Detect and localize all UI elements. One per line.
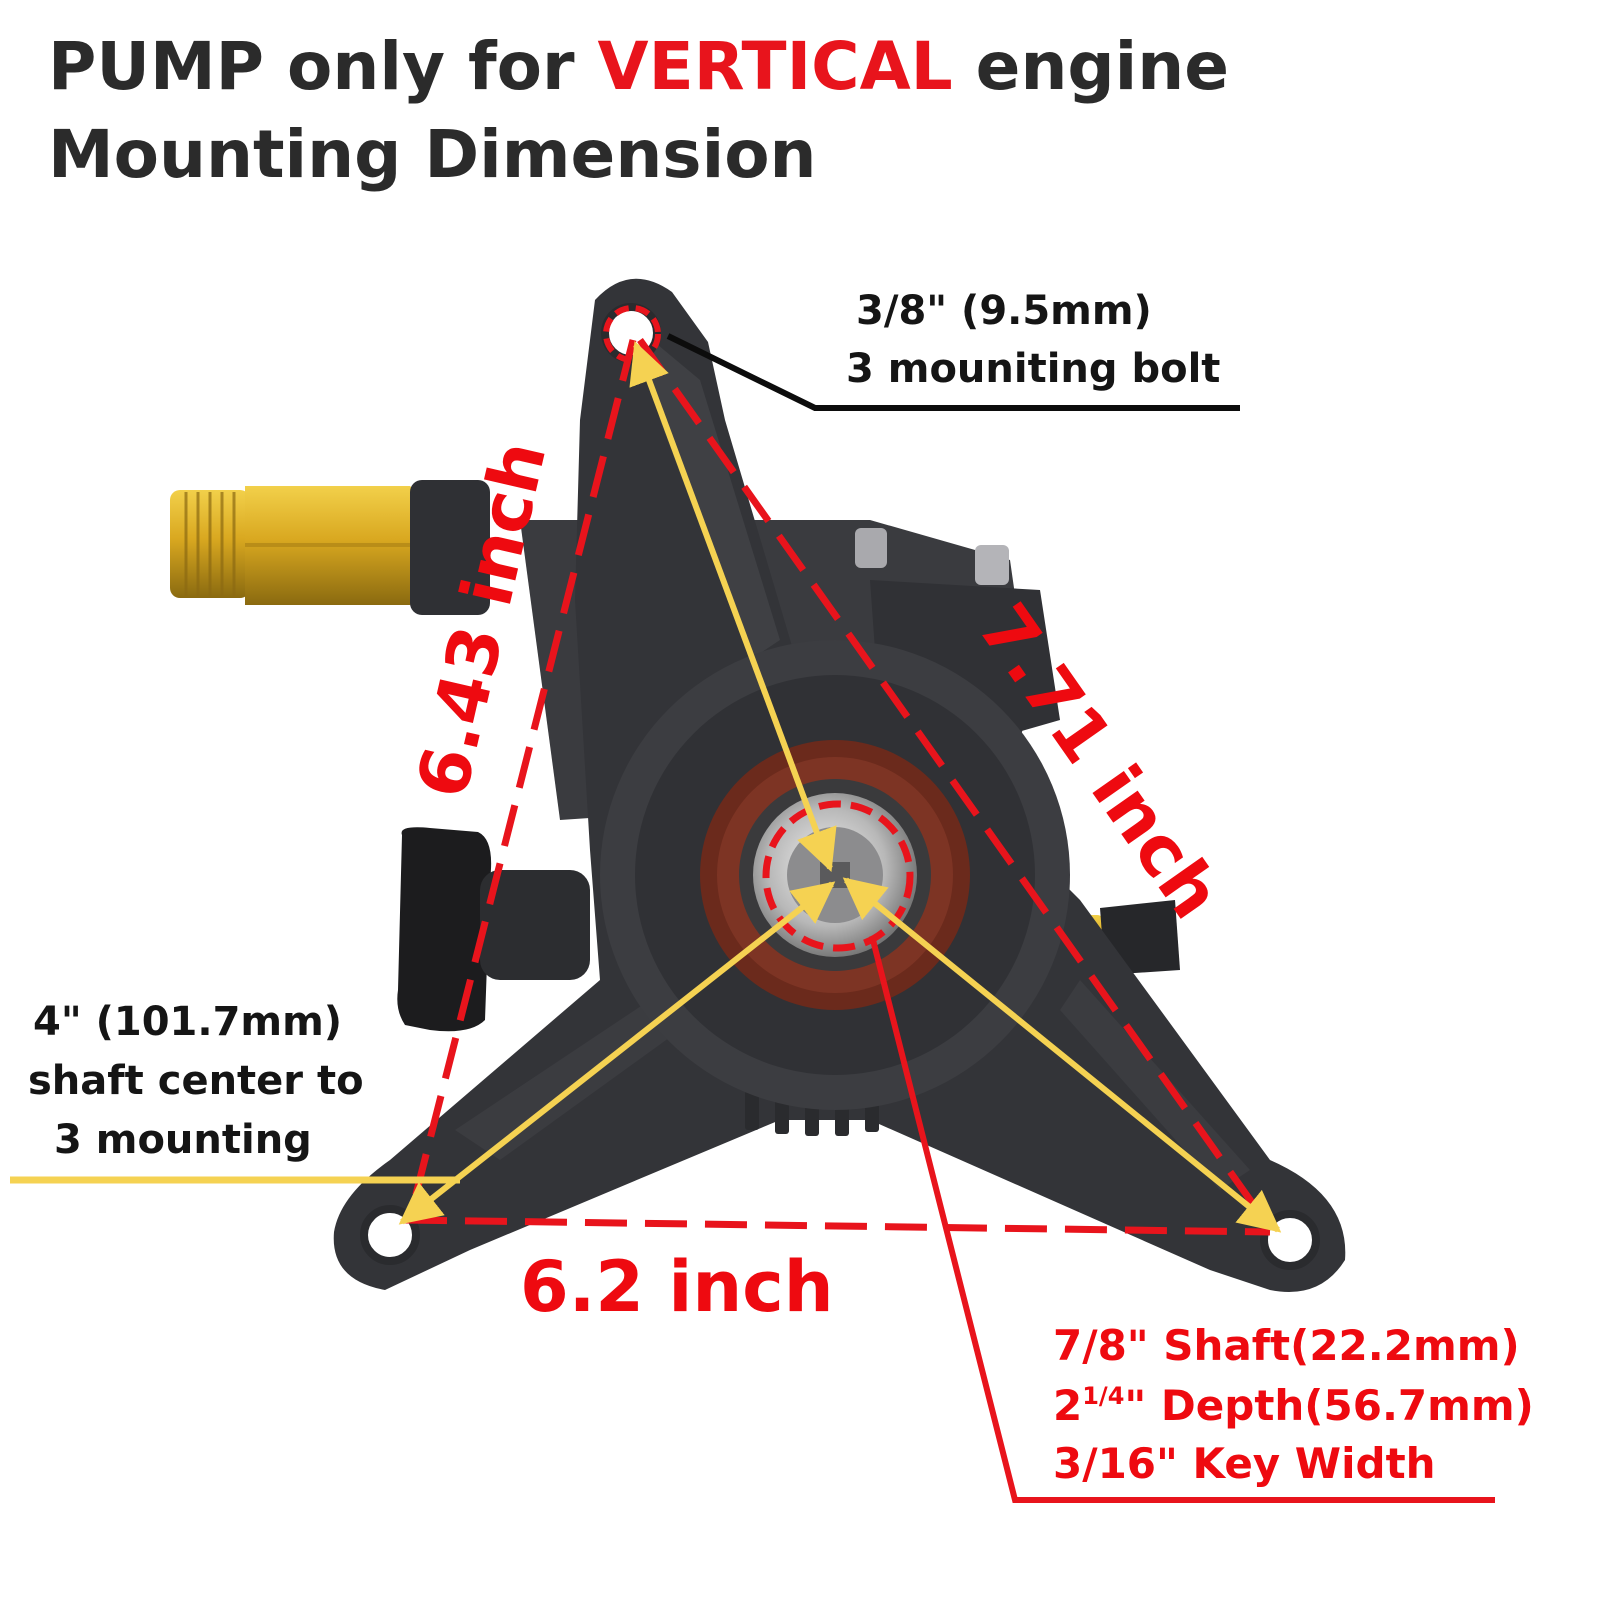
bolt-count-label: 3 mouniting bolt xyxy=(846,346,1221,392)
dimension-bottom-label: 6.2 inch xyxy=(520,1246,834,1328)
radius-arrow-right xyxy=(842,877,1282,1233)
brass-outlet-fitting xyxy=(170,480,490,615)
page-title-line1: PUMP only for VERTICAL engine xyxy=(48,28,1230,105)
shaft-diameter-label: 7/8" Shaft(22.2mm) xyxy=(1053,1321,1520,1370)
radius-arrows xyxy=(398,341,1282,1233)
shaft-highlight xyxy=(762,800,914,952)
radius-arrow-top xyxy=(629,341,837,872)
shaft-depth-label: 21/4" Depth(56.7mm) xyxy=(1053,1381,1534,1430)
vertical-highlight: VERTICAL xyxy=(597,28,953,105)
radius-label-line3: 3 mounting xyxy=(54,1117,312,1163)
page-title-line2: Mounting Dimension xyxy=(48,116,817,193)
radius-label-line2: shaft center to xyxy=(28,1058,364,1104)
radius-arrow-left xyxy=(398,881,836,1225)
top-hole-highlight xyxy=(603,305,661,363)
shaft-key-width-label: 3/16" Key Width xyxy=(1053,1439,1436,1488)
bolt-size-label: 3/8" (9.5mm) xyxy=(856,288,1152,334)
radius-label-line1: 4" (101.7mm) xyxy=(33,999,343,1045)
